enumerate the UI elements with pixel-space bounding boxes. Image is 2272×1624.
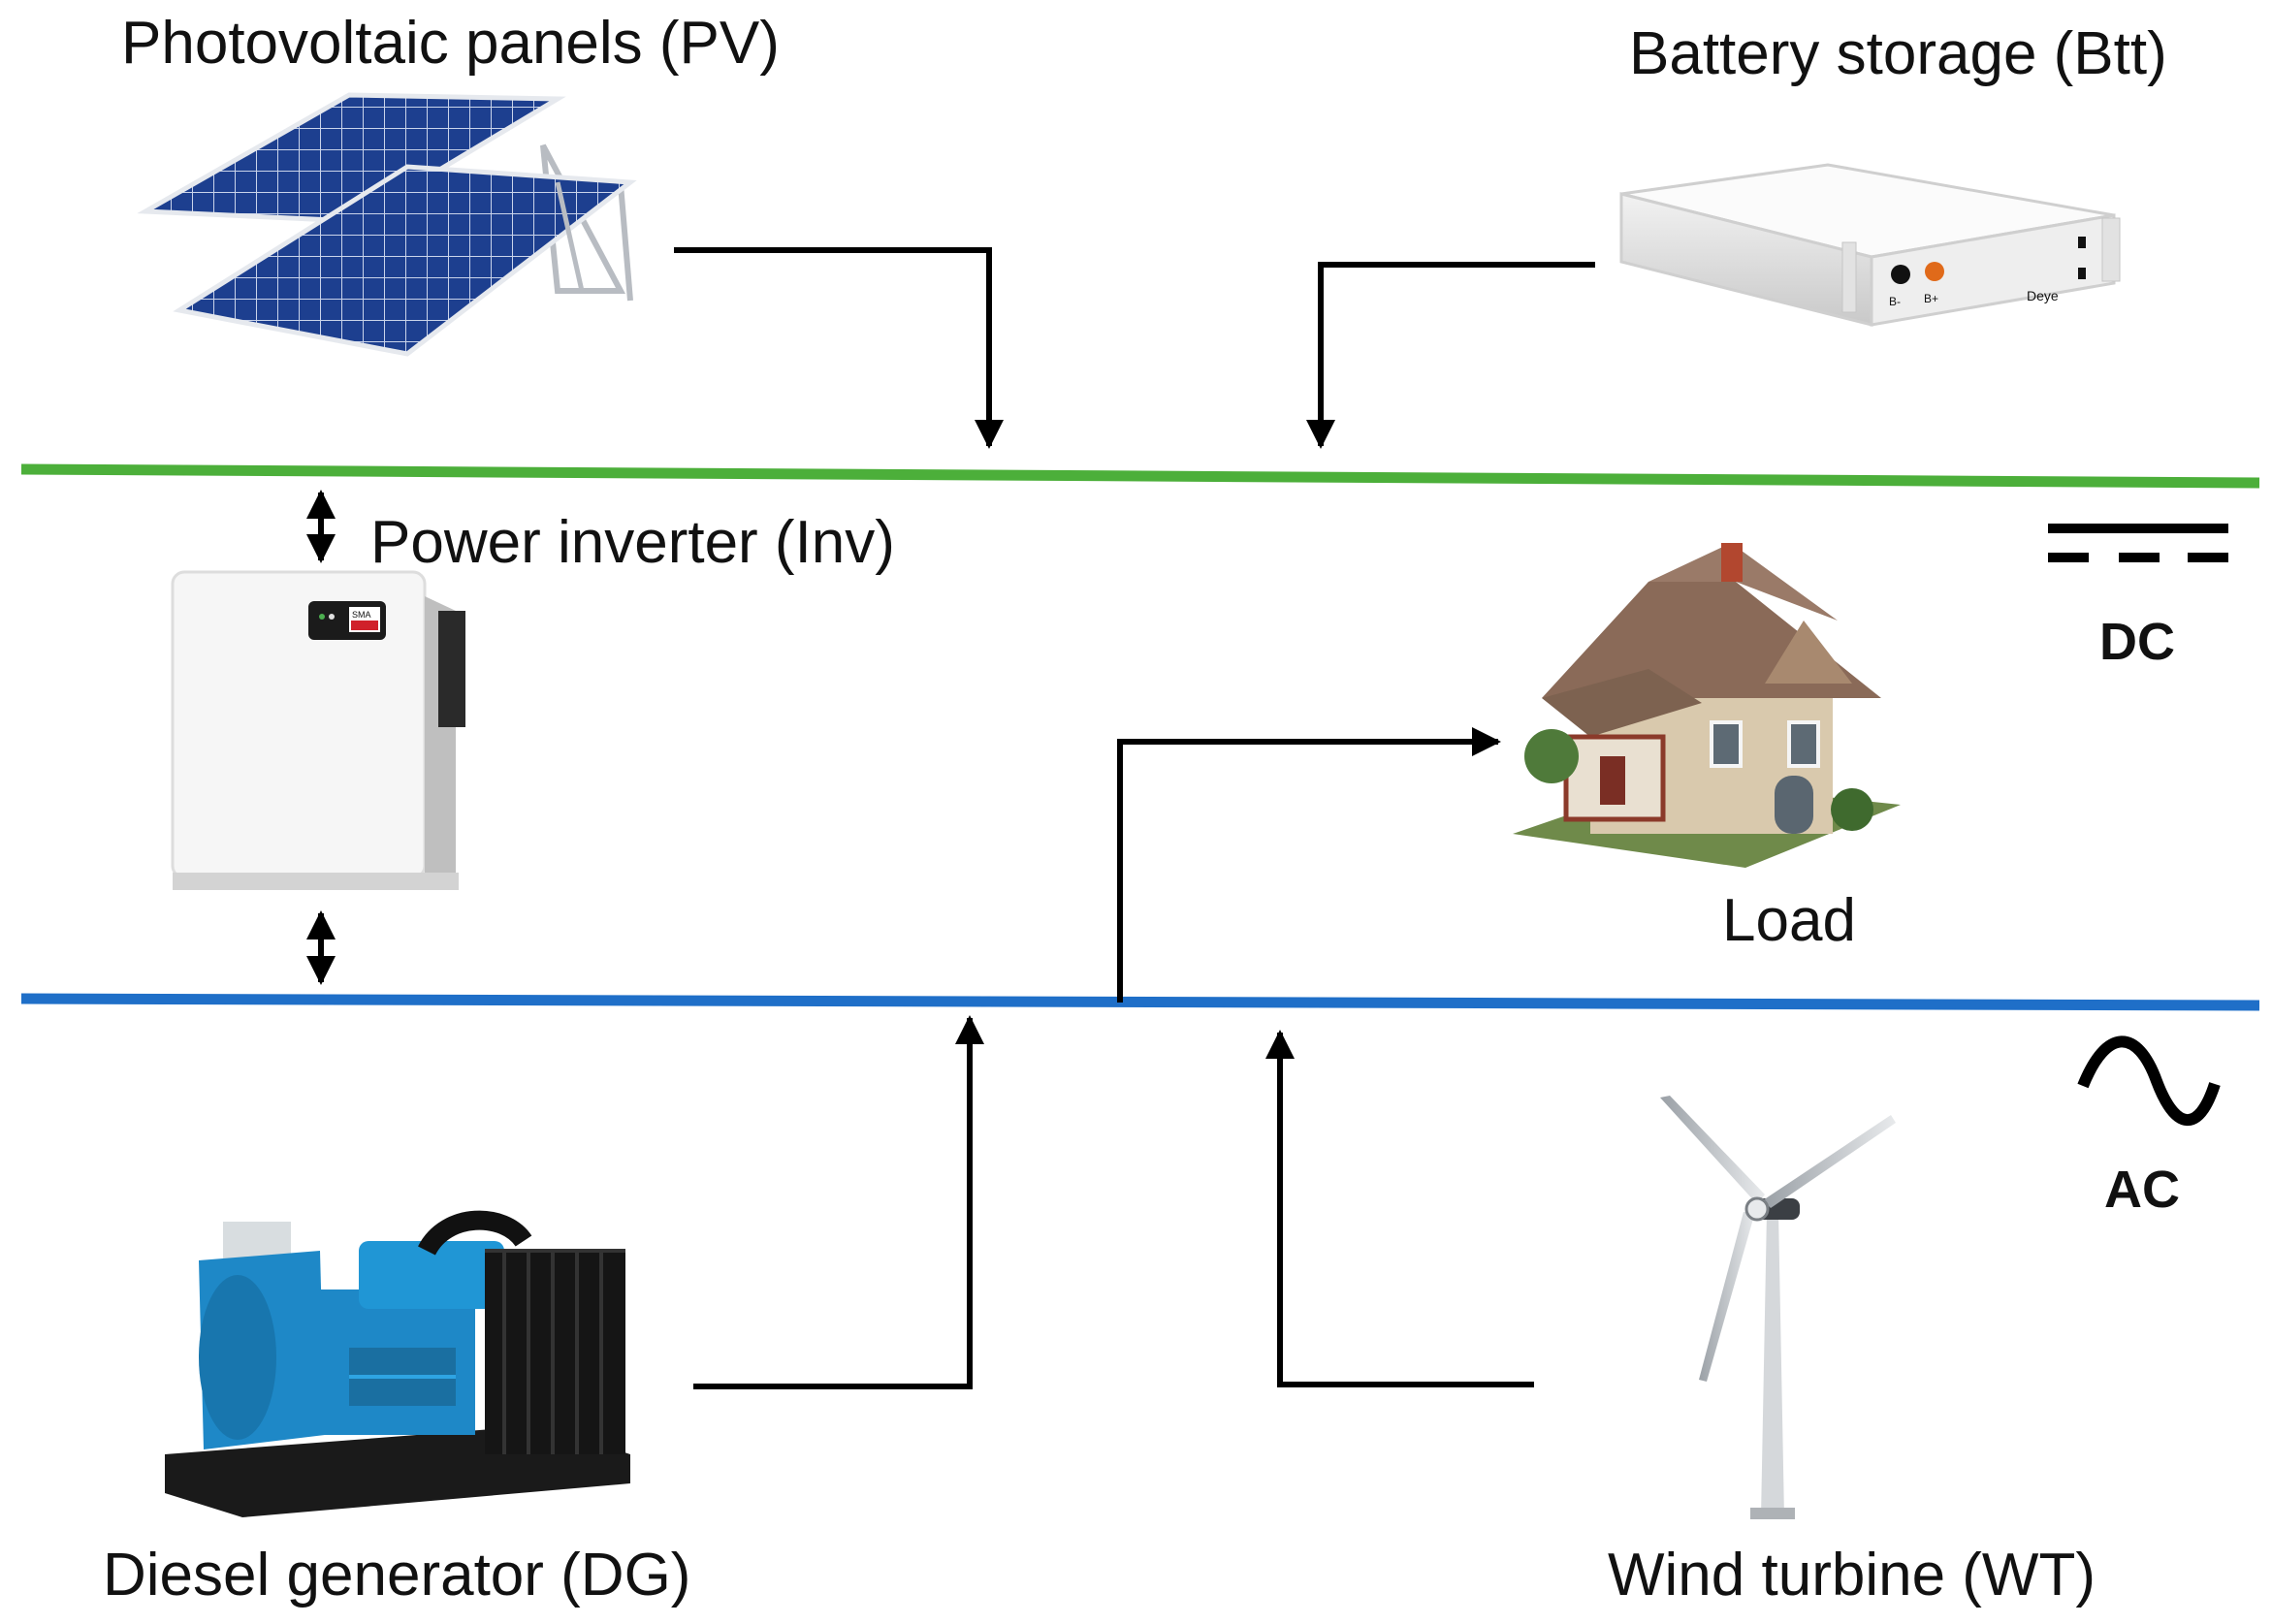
dc-bus-line xyxy=(20,463,2260,489)
solar-panel-icon xyxy=(137,92,637,357)
wind-turbine-icon xyxy=(1660,1096,1896,1519)
inverter-brand: SMA xyxy=(352,610,371,620)
wind-label: Wind turbine (WT) xyxy=(1608,1542,2096,1608)
battery-icon: B- B+ Deye xyxy=(1619,163,2121,327)
dc-label: DC xyxy=(2099,613,2175,671)
battery-label: Battery storage (Btt) xyxy=(1629,20,2167,87)
battery-connector-arrow xyxy=(1306,262,1595,449)
load-connector-arrow xyxy=(1117,727,1501,1003)
battery-pos-terminal: B+ xyxy=(1924,292,1938,305)
pv-label: Photovoltaic panels (PV) xyxy=(121,10,780,77)
battery-brand: Deye xyxy=(2027,288,2059,303)
diesel-generator-icon xyxy=(165,1210,630,1517)
diesel-connector-arrow xyxy=(693,1015,984,1389)
inverter-label: Power inverter (Inv) xyxy=(370,509,895,576)
house-icon xyxy=(1513,543,1901,868)
battery-neg-terminal: B- xyxy=(1889,295,1901,308)
inverter-icon: SMA xyxy=(171,570,465,890)
wind-connector-arrow xyxy=(1265,1030,1534,1387)
diesel-label: Diesel generator (DG) xyxy=(103,1542,690,1608)
pv-connector-arrow xyxy=(674,247,1004,449)
ac-label: AC xyxy=(2104,1161,2180,1219)
dc-symbol-icon xyxy=(2048,524,2228,562)
load-label: Load xyxy=(1722,887,1856,954)
ac-bus-line xyxy=(20,993,2260,1011)
ac-sine-icon xyxy=(2077,1035,2221,1127)
